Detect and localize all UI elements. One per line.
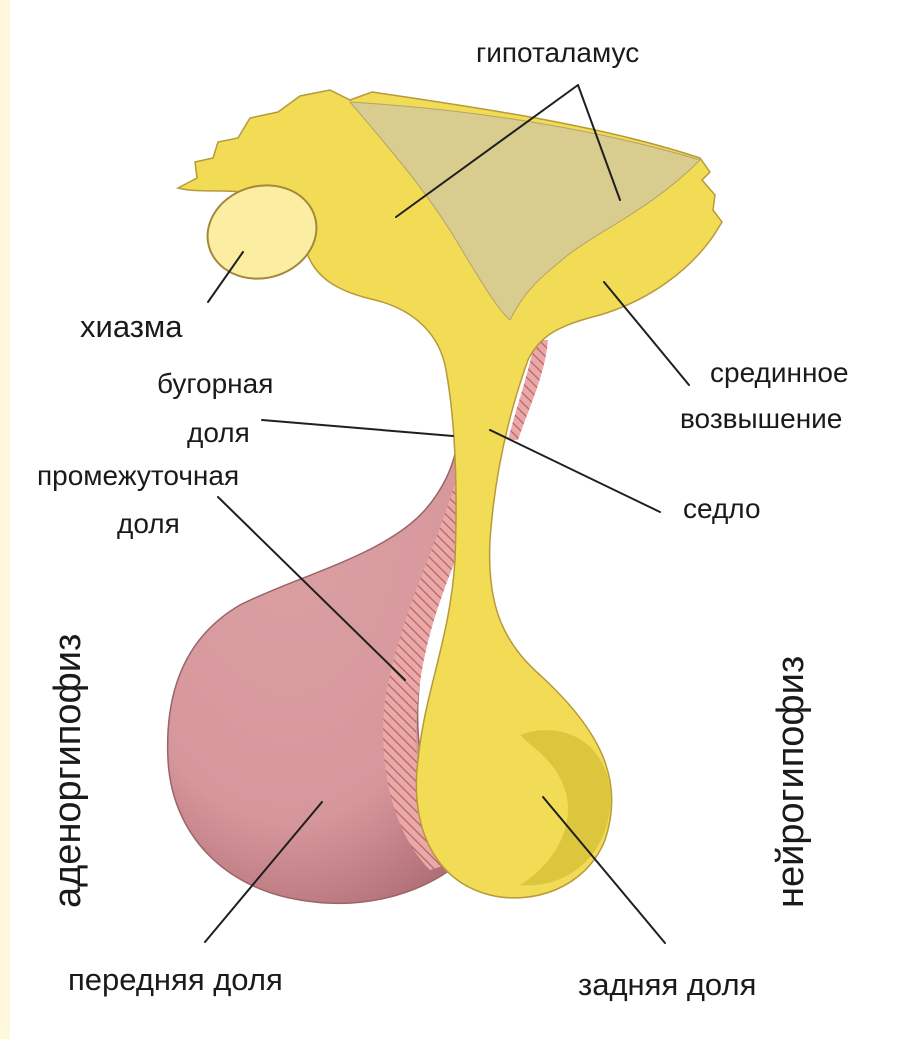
leader-stalk <box>490 430 660 512</box>
label-intermediate-lobe-line1: промежуточная <box>37 460 239 491</box>
label-median-eminence-line1: срединное <box>710 357 849 388</box>
label-median-eminence-line2: возвышение <box>680 403 842 434</box>
label-tuberal-lobe-line1: бугорная <box>157 368 273 399</box>
label-posterior-lobe: задняя доля <box>578 967 756 1002</box>
label-intermediate-lobe-line2: доля <box>117 508 180 539</box>
label-stalk: седло <box>683 493 761 524</box>
leader-tuberal-lobe <box>262 420 453 436</box>
label-anterior-lobe: передняя доля <box>68 962 283 997</box>
label-adenohypophysis: аденоргипофиз <box>47 634 89 908</box>
label-tuberal-lobe-line2: доля <box>187 417 250 448</box>
label-chiasm: хиазма <box>80 309 183 344</box>
label-hypothalamus: гипоталамус <box>476 37 639 68</box>
leader-median-eminence <box>604 282 689 385</box>
label-neurohypophysis: нейрогипофиз <box>770 656 812 908</box>
